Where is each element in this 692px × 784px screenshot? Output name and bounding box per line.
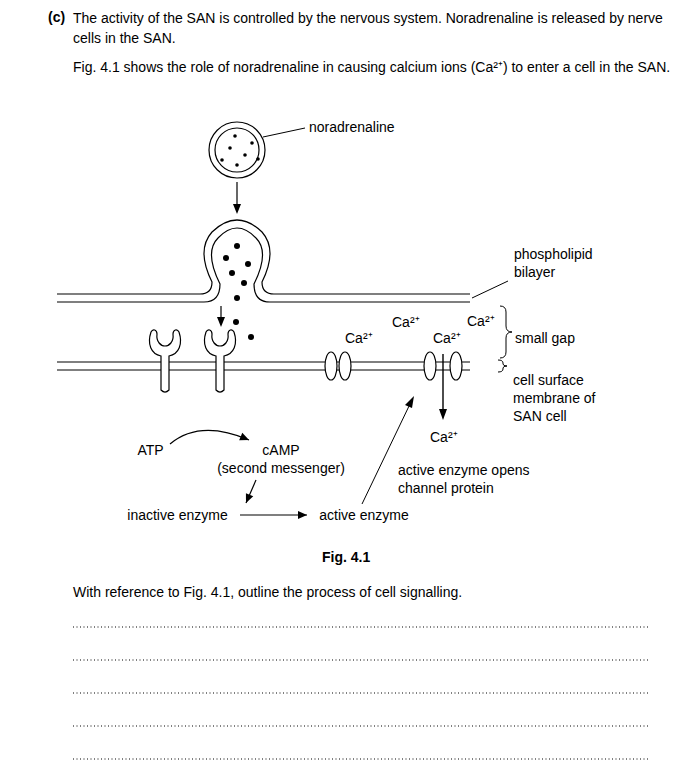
presynaptic-membrane	[57, 220, 470, 302]
pathway-step: active enzyme	[317, 506, 411, 524]
dot	[248, 334, 254, 340]
dot	[228, 146, 232, 150]
arrow-head	[405, 396, 414, 408]
receptor-proteins	[149, 330, 235, 392]
dot	[223, 255, 229, 261]
bracket	[498, 360, 507, 372]
pathway-step: ATP	[135, 441, 166, 459]
part-label: noradrenaline	[309, 118, 395, 136]
vesicle-inner	[215, 128, 259, 172]
arrow-line	[220, 306, 221, 318]
answer-lines	[73, 627, 648, 759]
pathway-step: inactive enzyme	[125, 506, 230, 524]
dot	[243, 153, 247, 157]
pathway-arrow	[240, 514, 307, 515]
membrane-inner-line	[57, 228, 470, 302]
answer-line	[73, 660, 648, 661]
open-channel-half	[424, 352, 436, 380]
arrow-head	[217, 317, 225, 327]
arrow-head	[233, 204, 241, 214]
arrow-head	[298, 511, 307, 519]
membrane-outer-line	[57, 220, 470, 294]
leader-line	[472, 281, 508, 298]
dot	[229, 270, 235, 276]
part-label: small gap	[515, 329, 575, 347]
ion-label: Ca²⁺	[345, 329, 373, 347]
vesicle	[209, 122, 265, 178]
channel-proteins	[325, 352, 462, 380]
pathway-step: cAMP(second messenger)	[215, 441, 347, 477]
postsynaptic-membrane	[57, 362, 470, 370]
dot	[233, 319, 239, 325]
dot	[245, 261, 251, 267]
open-channel-half	[450, 352, 462, 380]
question-text: The activity of the SAN is controlled by…	[73, 8, 673, 48]
released-dots	[223, 243, 254, 340]
vesicle-outer	[209, 122, 265, 178]
question-text: With reference to Fig. 4.1, outline the …	[73, 583, 673, 601]
arrow-head	[439, 409, 447, 420]
membrane-inner-line	[57, 369, 470, 370]
vesicle-dots	[220, 134, 260, 167]
answer-line	[73, 759, 648, 760]
step-name: cAMP	[215, 441, 347, 459]
step-name: active enzyme	[317, 506, 411, 524]
note-label: active enzyme opens channel protein	[398, 461, 548, 497]
answer-line	[73, 693, 648, 694]
part-label: phospholipid bilayer	[514, 245, 606, 281]
arrow-line	[442, 354, 443, 410]
closed-channel-half	[325, 352, 337, 380]
step-name: ATP	[135, 441, 166, 459]
part-label: cell surface membrane of SAN cell	[513, 371, 617, 425]
dot	[233, 134, 237, 138]
answer-line	[73, 726, 648, 727]
arrow-head	[246, 493, 253, 503]
ion-label: Ca²⁺	[430, 428, 458, 446]
answer-line	[73, 627, 648, 628]
step-note: (second messenger)	[215, 459, 347, 477]
ion-label: Ca²⁺	[433, 329, 461, 347]
dot	[234, 243, 240, 249]
closed-channel-half	[339, 352, 351, 380]
receptor-protein	[204, 330, 235, 392]
dot	[235, 163, 239, 167]
bracket	[500, 306, 512, 358]
figure-caption: Fig. 4.1	[322, 548, 370, 566]
dot	[220, 158, 224, 162]
dot	[256, 157, 260, 161]
dot	[241, 280, 247, 286]
dot	[250, 141, 254, 145]
ion-label: Ca²⁺	[392, 313, 420, 331]
receptor-protein	[149, 330, 180, 392]
leader-line	[263, 128, 305, 137]
arrow-line	[236, 182, 237, 205]
membrane-outer-line	[57, 361, 470, 362]
ion-label: Ca²⁺	[467, 312, 495, 330]
pathway-arrow	[170, 430, 249, 444]
question-text: Fig. 4.1 shows the role of noradrenaline…	[73, 57, 673, 77]
step-name: inactive enzyme	[125, 506, 230, 524]
arrow-head	[239, 433, 249, 440]
pathway-arrow	[246, 480, 256, 503]
dot	[234, 295, 240, 301]
question-part: (c)	[48, 8, 65, 26]
